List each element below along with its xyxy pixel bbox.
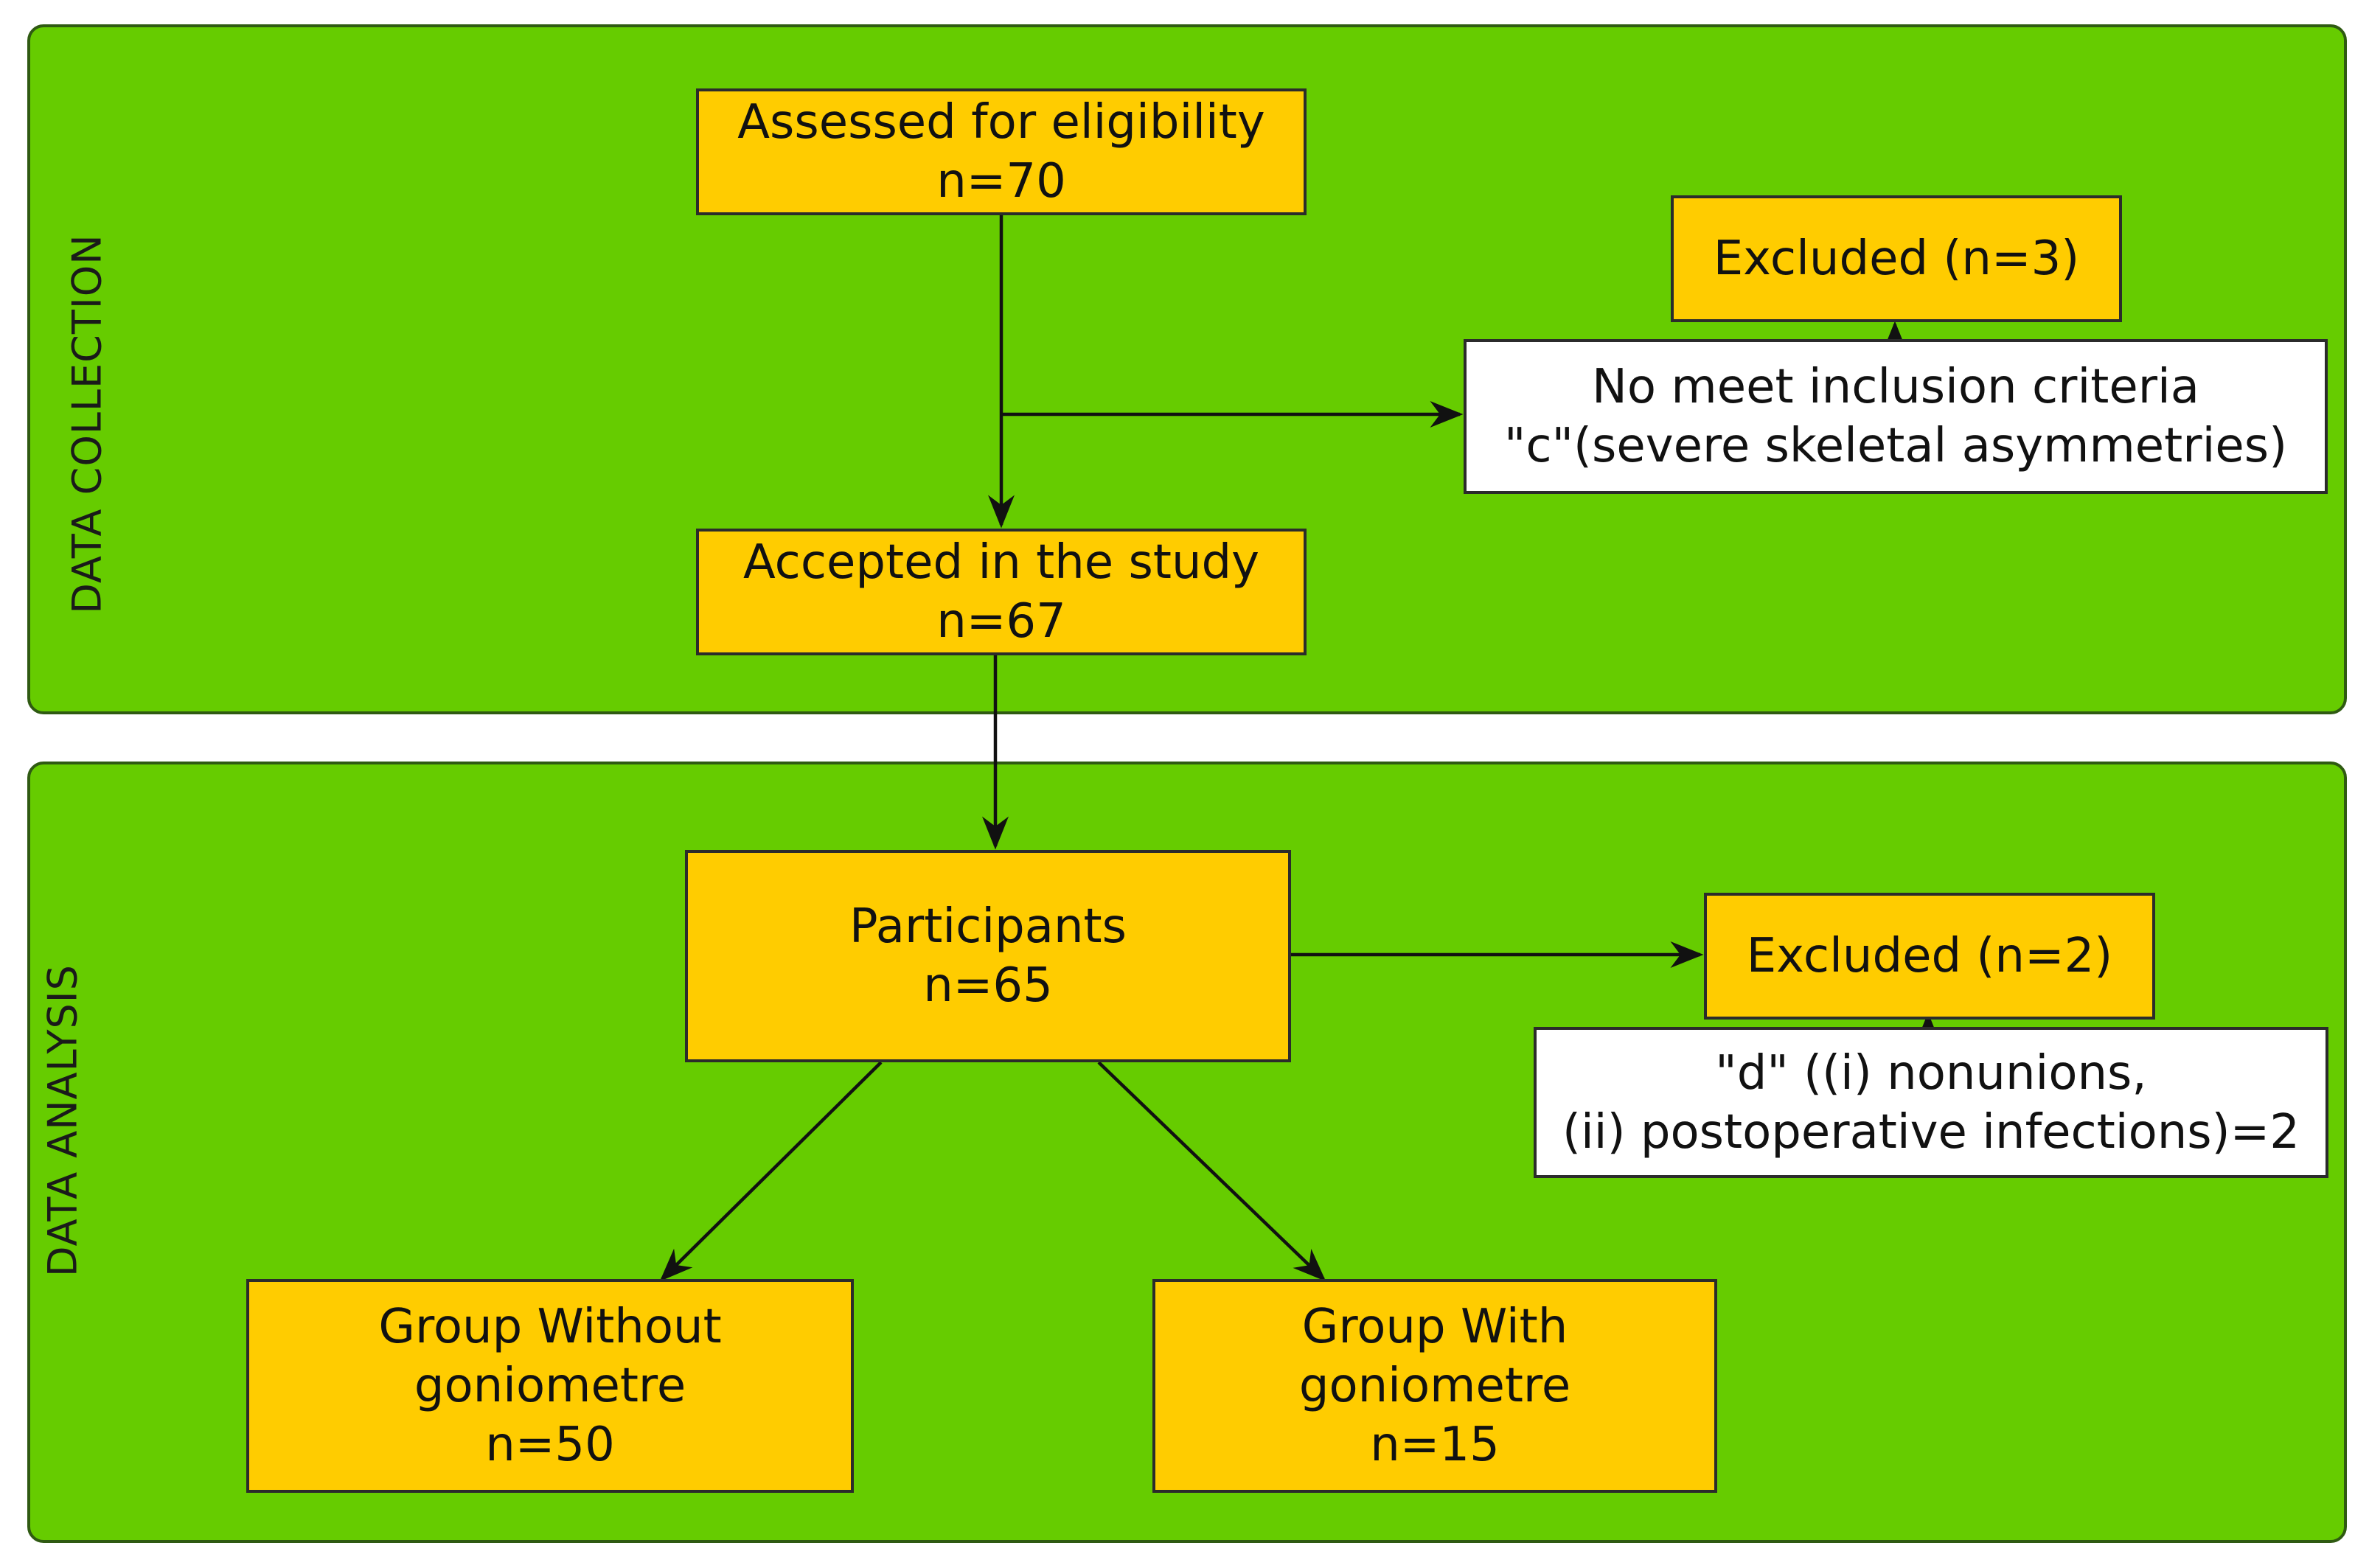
- participants-box: Participants n=65: [685, 850, 1291, 1062]
- group-with-title: Group With: [1301, 1300, 1568, 1354]
- group-without-subtitle: goniometre: [414, 1359, 686, 1413]
- arrow-participants-to-group-without: [659, 1061, 883, 1282]
- excluded-2-label: Excluded (n=2): [1746, 929, 2113, 983]
- accepted-title: Accepted in the study: [742, 535, 1260, 590]
- excluded-1-label: Excluded (n=3): [1713, 231, 2080, 286]
- criteria-box: No meet inclusion criteria "c"(severe sk…: [1464, 339, 2328, 494]
- reasons-line-1: "d" ((i) nonunions,: [1715, 1045, 2147, 1101]
- group-without-count: n=50: [485, 1418, 615, 1472]
- group-with-count: n=15: [1370, 1418, 1500, 1472]
- assessed-title: Assessed for eligibility: [737, 95, 1265, 150]
- participants-count: n=65: [923, 958, 1053, 1013]
- group-with-subtitle: goniometre: [1298, 1359, 1571, 1413]
- accepted-box: Accepted in the study n=67: [696, 529, 1307, 655]
- group-without-box: Group Without goniometre n=50: [246, 1279, 854, 1493]
- criteria-line-2: "c"(severe skeletal asymmetries): [1503, 419, 2288, 473]
- assessed-box: Assessed for eligibility n=70: [696, 88, 1307, 215]
- group-without-title: Group Without: [378, 1300, 722, 1354]
- accepted-count: n=67: [936, 594, 1066, 649]
- excluded-2-box: Excluded (n=2): [1704, 893, 2155, 1020]
- group-with-box: Group With goniometre n=15: [1152, 1279, 1717, 1493]
- excluded-1-box: Excluded (n=3): [1671, 195, 2122, 322]
- reasons-box: "d" ((i) nonunions, (ii) postoperative i…: [1534, 1027, 2328, 1178]
- participants-title: Participants: [849, 899, 1127, 954]
- criteria-line-1: No meet inclusion criteria: [1591, 360, 2200, 414]
- arrow-participants-to-group-with: [1097, 1061, 1326, 1282]
- reasons-line-2: (ii) postoperative infections)=2: [1562, 1104, 2300, 1160]
- assessed-count: n=70: [936, 154, 1066, 209]
